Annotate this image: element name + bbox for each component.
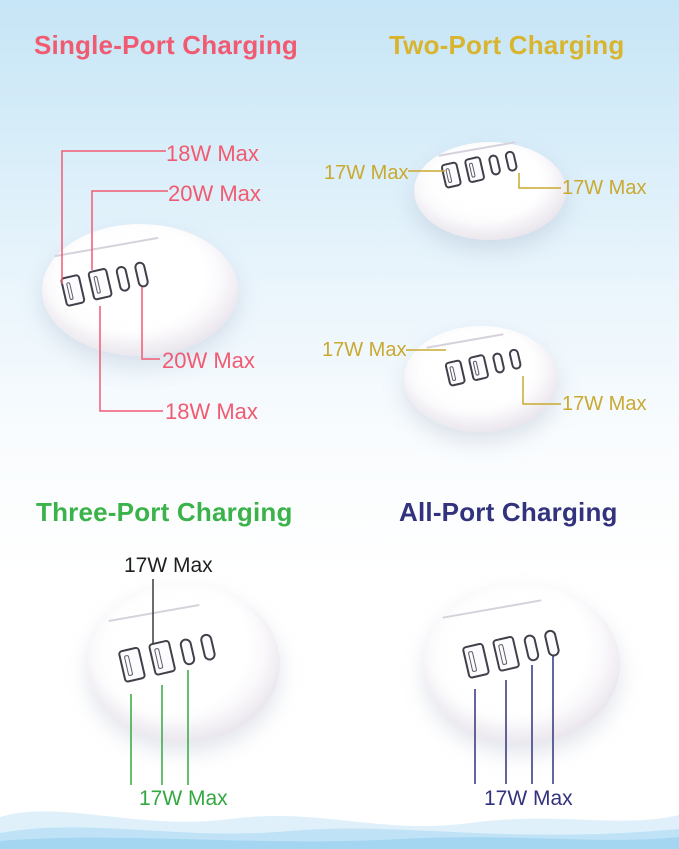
callout-label-17w-three-bottom: 17W Max: [139, 787, 228, 810]
usb-a-tongue: [445, 167, 453, 184]
usb-a-port-icon: [491, 635, 521, 673]
usb-a-port-icon: [87, 267, 114, 301]
callout-label-17w-c2-left: 17W Max: [322, 339, 407, 361]
callout-label-17w-c1-right: 17W Max: [562, 177, 647, 199]
charger-image-single-port: [42, 224, 238, 356]
usb-a-tongue: [467, 650, 478, 673]
usb-c-port-icon: [522, 633, 541, 663]
usb-a-port-icon: [463, 155, 486, 184]
usb-a-tongue: [123, 654, 134, 677]
usb-a-port-icon: [467, 353, 490, 382]
section-title-three-port: Three-Port Charging: [36, 497, 293, 527]
usb-a-tongue: [497, 643, 508, 666]
usb-a-port-icon: [147, 639, 177, 677]
callout-label-17w-three-top: 17W Max: [124, 554, 213, 577]
usb-a-tongue: [92, 275, 102, 295]
usb-a-tongue: [65, 281, 74, 301]
callout-label-20w-top: 20W Max: [168, 181, 261, 206]
charger-image-two-port-1: [414, 141, 566, 240]
section-title-all-port: All-Port Charging: [399, 497, 618, 527]
callout-label-18w-bottom: 18W Max: [165, 399, 258, 424]
section-title-single-port: Single-Port Charging: [34, 30, 298, 60]
charger-body: [424, 584, 620, 744]
usb-c-port-icon: [487, 153, 502, 177]
section-title-two-port: Two-Port Charging: [389, 30, 625, 60]
water-wave-graphic: [0, 811, 679, 849]
charger-image-three-port: [88, 584, 280, 742]
usb-a-tongue: [472, 360, 480, 376]
callout-label-20w-bottom: 20W Max: [162, 348, 255, 373]
usb-c-port-icon: [114, 264, 132, 293]
charger-image-two-port-2: [404, 326, 558, 432]
callout-label-17w-all: 17W Max: [484, 787, 573, 810]
charger-image-all-port: [424, 584, 620, 744]
usb-c-port-icon: [178, 637, 197, 667]
usb-a-tongue: [153, 647, 164, 670]
usb-a-tongue: [449, 365, 457, 382]
callout-label-18w-top: 18W Max: [166, 141, 259, 166]
callout-label-17w-c1-left: 17W Max: [324, 162, 409, 184]
usb-c-port-icon: [491, 351, 506, 375]
usb-a-tongue: [468, 162, 476, 178]
callout-label-17w-c2-right: 17W Max: [562, 393, 647, 415]
